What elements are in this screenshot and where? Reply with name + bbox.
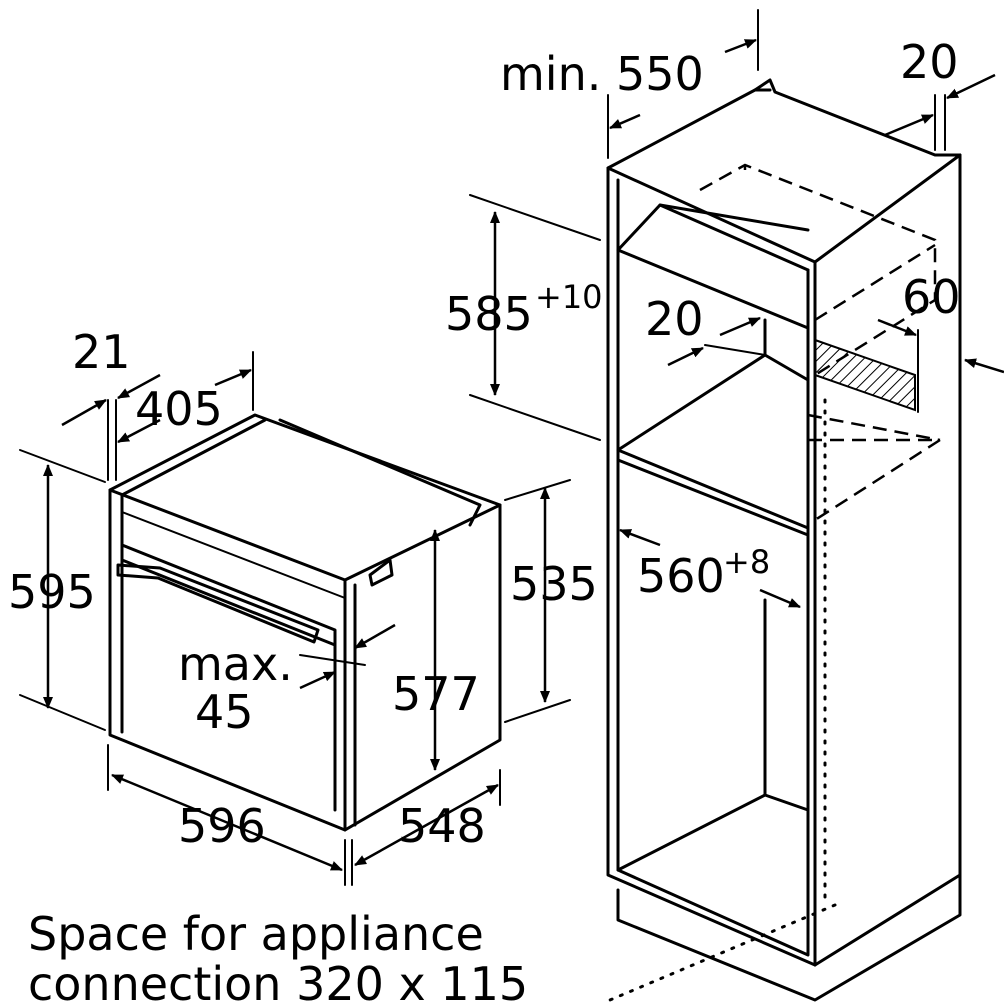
label-595: 595 (8, 565, 96, 619)
label-405: 405 (135, 382, 223, 436)
label-560-tolerance: +8 (723, 543, 770, 581)
label-560: 560 (637, 549, 725, 603)
label-585-tolerance: +10 (535, 278, 603, 316)
caption-line-1: Space for appliance (28, 907, 484, 961)
label-577: 577 (392, 667, 480, 721)
label-585: 585 (445, 287, 533, 341)
label-535: 535 (510, 557, 598, 611)
cabinet-drawing (606, 78, 962, 1002)
label-45: 45 (195, 685, 254, 739)
dimension-lines (19, 9, 1004, 886)
oven-drawing (108, 413, 502, 832)
label-max: max. (178, 637, 293, 691)
label-top-20: 20 (900, 35, 959, 89)
label-inner-20: 20 (645, 292, 704, 346)
label-60: 60 (902, 270, 961, 324)
label-548: 548 (398, 799, 486, 853)
label-min-550: min. 550 (500, 47, 704, 101)
label-21: 21 (72, 325, 131, 379)
caption-line-2: connection 320 x 115 (28, 957, 528, 1005)
label-596: 596 (178, 799, 266, 853)
